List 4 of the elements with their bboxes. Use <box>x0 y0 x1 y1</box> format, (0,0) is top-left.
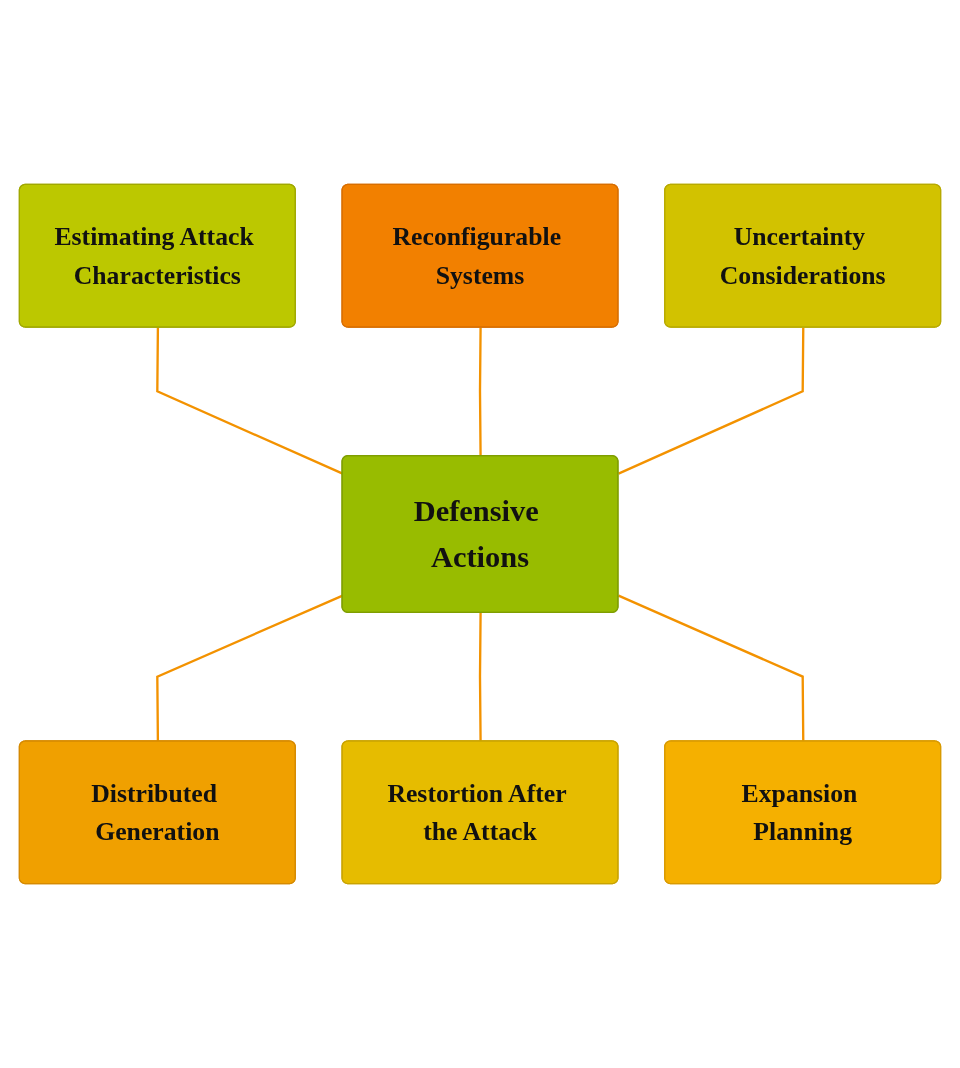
connector <box>478 612 482 742</box>
connector <box>618 594 805 742</box>
connector <box>478 327 482 457</box>
connector <box>618 327 805 475</box>
